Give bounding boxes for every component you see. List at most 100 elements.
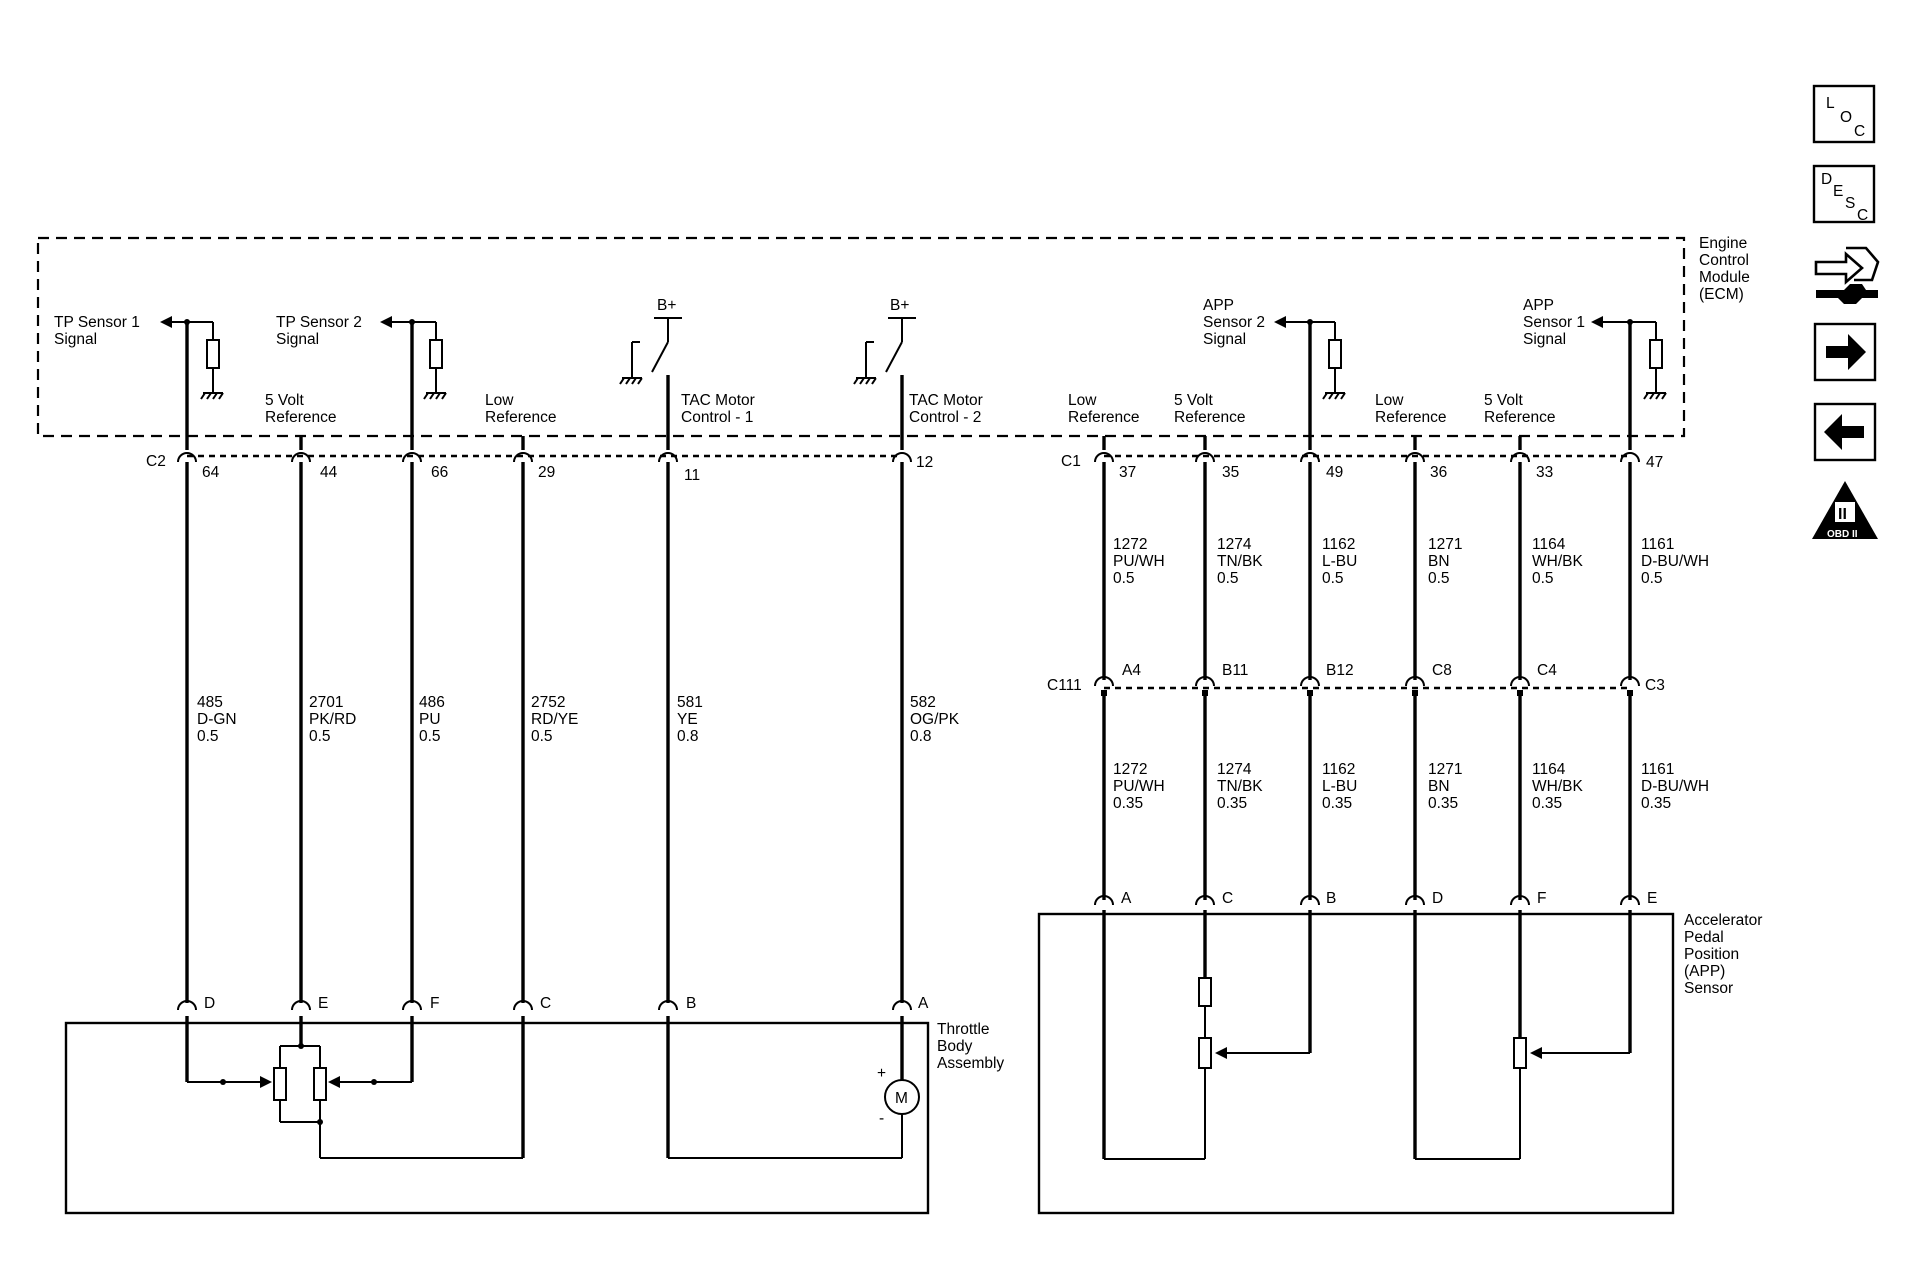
- ecm-bplus: B+: [890, 297, 909, 314]
- wires-throttle-w12-2: 0.8: [910, 728, 932, 745]
- nav-icons-obd-0: II: [1838, 506, 1847, 523]
- wires-app-lower-w36-2: 0.35: [1428, 795, 1458, 812]
- ecm-pins-p37: 37: [1119, 464, 1136, 481]
- throttle-body-label-0: Throttle: [937, 1021, 990, 1038]
- app-upper-wire-labels: 1272 PU/WH 0.5 1274 TN/BK 0.5 1162 L-BU …: [1113, 536, 1709, 587]
- wires-throttle-w29-2: 0.5: [531, 728, 553, 745]
- ecm-pins-p35: 35: [1222, 464, 1239, 481]
- app-sensor-box: [1037, 912, 1675, 1215]
- throttle-body-plus: +: [877, 1065, 886, 1082]
- wires-app-upper-w35-1: TN/BK: [1217, 553, 1263, 570]
- wires-app-upper-w49-1: L-BU: [1322, 553, 1357, 570]
- nav-icons-loc-0: L: [1826, 95, 1835, 112]
- c111-pins-b12: B12: [1326, 662, 1354, 679]
- app-sensor-label-0: Accelerator: [1684, 912, 1762, 929]
- wires-app-upper-w47-2: 0.5: [1641, 570, 1663, 587]
- wires-throttle-w64-2: 0.5: [197, 728, 219, 745]
- throttle-body-pins-f: F: [430, 995, 439, 1012]
- ecm-pins-p49: 49: [1326, 464, 1343, 481]
- wires-throttle-w66-2: 0.5: [419, 728, 441, 745]
- ecm-circuit-labels-c29-0: Low: [485, 392, 514, 409]
- desc-icon[interactable]: D E S C: [1812, 164, 1876, 224]
- throttle-wires: [185, 462, 904, 1003]
- wires-throttle-w44-0: 2701: [309, 694, 343, 711]
- wires-app-upper-w35-2: 0.5: [1217, 570, 1239, 587]
- wires-throttle-w66-0: 486: [419, 694, 445, 711]
- app-sensor-label-4: Sensor: [1684, 980, 1733, 997]
- app-sensor-1-signal-circuit: APP Sensor 1 Signal: [1523, 297, 1667, 450]
- c111-pins-c4: C4: [1537, 662, 1557, 679]
- app-wires: [1102, 462, 1632, 900]
- arrow-left-icon[interactable]: [1813, 402, 1877, 462]
- nav-icons-loc-2: C: [1854, 123, 1865, 140]
- wires-app-upper-w36-0: 1271: [1428, 536, 1462, 553]
- ecm-circuit-labels-c37-0: Low: [1068, 392, 1097, 409]
- ecm-boundary: [36, 236, 1686, 438]
- connectors-c111: C111: [1047, 677, 1082, 694]
- wires-app-lower-w35-2: 0.35: [1217, 795, 1247, 812]
- app-sensor-internals: [1102, 910, 1632, 1160]
- ecm-pins-p33: 33: [1536, 464, 1553, 481]
- wires-throttle-w44-2: 0.5: [309, 728, 331, 745]
- c111-pins-c3: C3: [1645, 677, 1665, 694]
- ecm-circuit-labels-c12-1: Control - 2: [909, 409, 981, 426]
- ecm-outputs-tp2-1: Signal: [276, 331, 319, 348]
- app-sensor-label: Accelerator Pedal Position (APP) Sensor: [1684, 912, 1762, 997]
- ecm-pins-p64: 64: [202, 464, 220, 481]
- ecm-pins-p66: 66: [431, 464, 448, 481]
- tac-motor-internal: M + -: [666, 1016, 920, 1159]
- wires-app-upper-w37-0: 1272: [1113, 536, 1147, 553]
- app-sensor-label-1: Pedal: [1684, 929, 1724, 946]
- wires-throttle-w12-1: OG/PK: [910, 711, 960, 728]
- throttle-body-label: Throttle Body Assembly: [937, 1021, 1004, 1072]
- wires-app-lower-w33-0: 1164: [1532, 761, 1566, 778]
- arrow-right-icon[interactable]: [1813, 322, 1877, 382]
- tp-sensor-2-signal-circuit: TP Sensor 2 Signal: [276, 314, 447, 450]
- nav-icons-desc-1: E: [1833, 183, 1843, 200]
- wires-app-lower-w47-0: 1161: [1641, 761, 1674, 778]
- inline-connector-c111: C111 A4 B11 B12 C8 C4 C3: [1047, 662, 1665, 696]
- ecm-pins-p11: 11: [684, 467, 700, 484]
- throttle-body-motor: M: [895, 1090, 908, 1107]
- wires-throttle-w66-1: PU: [419, 711, 441, 728]
- wires-throttle-w11-0: 581: [677, 694, 703, 711]
- ecm-pins-p44: 44: [320, 464, 338, 481]
- app-sensor-pins-f: F: [1537, 890, 1546, 907]
- ecm-pins-p12: 12: [916, 454, 933, 471]
- throttle-body-label-2: Assembly: [937, 1055, 1004, 1072]
- ecm-connector-c1: C1 37 35 49 36 33 47: [1061, 452, 1663, 481]
- ecm-circuit-labels-c44-0: 5 Volt: [265, 392, 304, 409]
- app-sensor-pins-d: D: [1432, 890, 1443, 907]
- c111-pins-c8: C8: [1432, 662, 1452, 679]
- ecm-bplus: B+: [657, 297, 676, 314]
- ecm-label: Engine Control Module (ECM): [1699, 235, 1750, 303]
- app-sensor-2-signal-circuit: APP Sensor 2 Signal: [1203, 297, 1346, 450]
- wires-throttle-w29-1: RD/YE: [531, 711, 578, 728]
- obd-ii-icon[interactable]: II OBD II: [1812, 481, 1878, 540]
- wires-app-upper-w37-1: PU/WH: [1113, 553, 1165, 570]
- throttle-body-pins-c: C: [540, 995, 551, 1012]
- tac-motor-control-1-circuit: B+ TAC Motor Control - 1: [619, 297, 755, 450]
- ecm-outputs-tp1-0: TP Sensor 1: [54, 314, 140, 331]
- ecm-circuit-labels-c33-1: Reference: [1484, 409, 1556, 426]
- wires-throttle-w11-2: 0.8: [677, 728, 699, 745]
- ecm-pins-p36: 36: [1430, 464, 1447, 481]
- wires-app-lower-w37-1: PU/WH: [1113, 778, 1165, 795]
- app-sensor-label-3: (APP): [1684, 963, 1725, 980]
- wires-throttle-w29-0: 2752: [531, 694, 565, 711]
- loc-icon[interactable]: L O C: [1812, 84, 1876, 144]
- wires-app-lower-w47-1: D-BU/WH: [1641, 778, 1709, 795]
- wires-app-upper-w49-0: 1162: [1322, 536, 1355, 553]
- ecm-outputs-app1-1: Sensor 1: [1523, 314, 1585, 331]
- wires-app-lower-w35-1: TN/BK: [1217, 778, 1263, 795]
- ecm-circuit-labels-c35-1: Reference: [1174, 409, 1246, 426]
- nav-icons-desc-3: C: [1857, 207, 1868, 224]
- ecm-outputs-app1-0: APP: [1523, 297, 1554, 314]
- throttle-body-pins-b: B: [686, 995, 696, 1012]
- wires-app-upper-w35-0: 1274: [1217, 536, 1252, 553]
- connector-wrench-icon[interactable]: [1814, 246, 1880, 304]
- app-sensor-pins-c: C: [1222, 890, 1233, 907]
- ecm-circuit-labels-c33-0: 5 Volt: [1484, 392, 1523, 409]
- wires-app-upper-w36-1: BN: [1428, 553, 1450, 570]
- wires-app-upper-w33-0: 1164: [1532, 536, 1566, 553]
